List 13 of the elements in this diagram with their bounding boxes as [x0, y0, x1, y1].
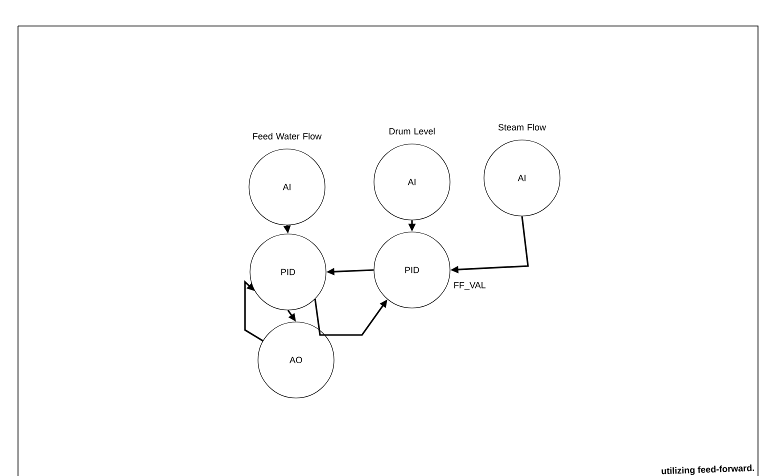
- circle-node: AI: [374, 144, 450, 220]
- node-heading: Drum Level: [389, 128, 435, 134]
- node-heading: Feed Water Flow: [253, 132, 322, 140]
- circle-node: PID: [250, 234, 326, 310]
- caption-text: utilizing feed-forward.: [662, 464, 754, 476]
- node-heading: Steam Flow: [498, 124, 546, 130]
- arrow: [244, 280, 264, 342]
- circle-node: AI: [248, 148, 326, 226]
- circle-node: AI: [484, 140, 560, 216]
- circle-node: AO: [258, 322, 334, 398]
- arrow: [314, 298, 388, 336]
- circle-node: PID: [374, 232, 450, 308]
- edge-label: FF_VAL: [452, 281, 487, 291]
